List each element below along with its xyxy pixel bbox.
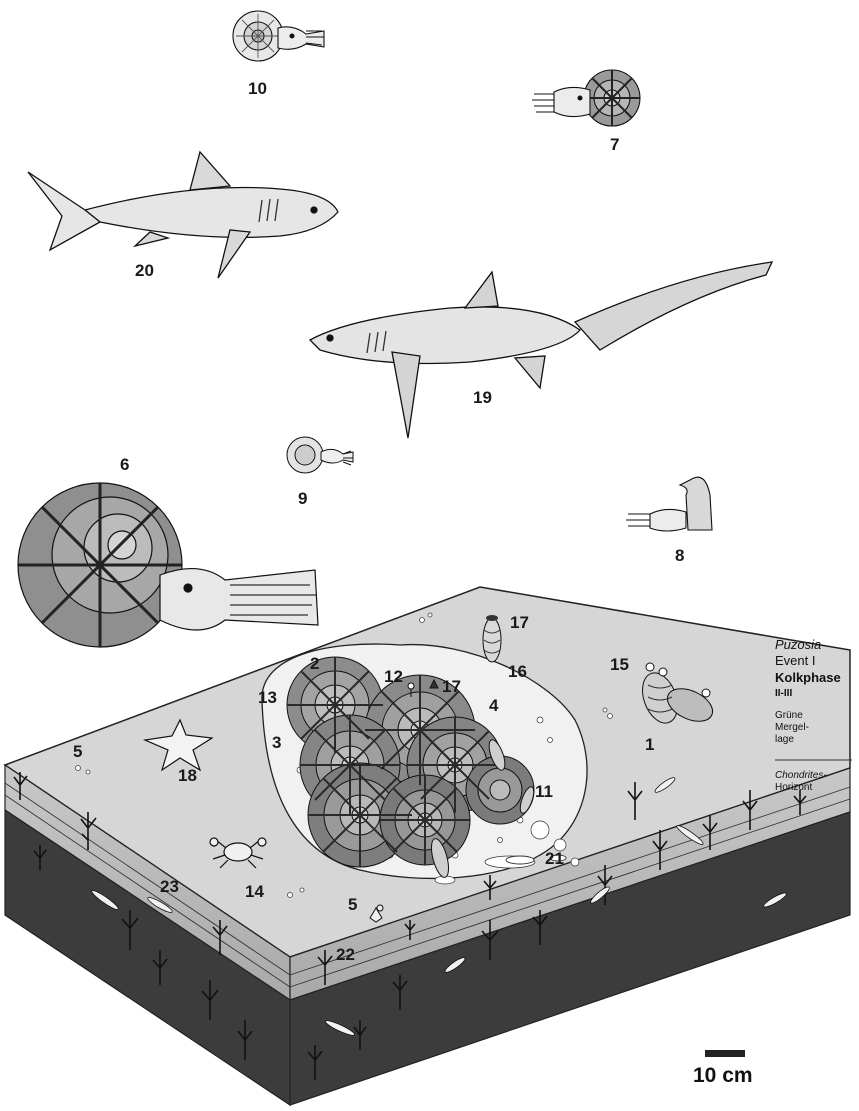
label-19: 19 xyxy=(473,389,492,406)
legend-layer-green-3: lage xyxy=(775,734,794,746)
legend-layer-green-2: Mergel- xyxy=(775,722,809,734)
label-9: 9 xyxy=(298,490,307,507)
label-2: 2 xyxy=(310,655,319,672)
legend-horizon-italic: Chondrites- xyxy=(775,770,827,782)
legend-layer-green-1: Grüne xyxy=(775,710,803,722)
label-5b: 5 xyxy=(348,896,357,913)
thresher-shark-19 xyxy=(310,262,772,438)
scale-label: 10 cm xyxy=(693,1064,753,1088)
label-11: 11 xyxy=(535,783,553,800)
ammonite-8 xyxy=(626,477,712,531)
label-17a: 17 xyxy=(510,614,529,631)
label-6: 6 xyxy=(120,456,129,473)
label-1: 1 xyxy=(645,736,654,753)
label-5a: 5 xyxy=(73,743,82,760)
legend-phase-title: Kolkphase xyxy=(775,670,841,685)
label-10: 10 xyxy=(248,80,267,97)
label-17b: 17 xyxy=(442,678,461,695)
label-7: 7 xyxy=(610,136,619,153)
legend-horizon-label: Horizont xyxy=(775,782,812,794)
label-21: 21 xyxy=(545,850,564,867)
scale-bar xyxy=(705,1050,745,1057)
label-3: 3 xyxy=(272,734,281,751)
label-14: 14 xyxy=(245,883,264,900)
legend-event-italic: Puzosia- xyxy=(775,637,826,652)
label-18: 18 xyxy=(178,767,197,784)
legend-event-label: Event I xyxy=(775,653,815,668)
nautilus-10 xyxy=(233,11,324,61)
shark-20 xyxy=(28,152,338,278)
label-23: 23 xyxy=(160,878,179,895)
label-22: 22 xyxy=(336,946,355,963)
ammonite-6-large xyxy=(18,483,318,647)
legend-phase-range: II-III xyxy=(775,688,792,700)
label-8: 8 xyxy=(675,547,684,564)
label-15: 15 xyxy=(610,656,629,673)
ammonite-7 xyxy=(532,70,640,126)
label-13: 13 xyxy=(258,689,277,706)
label-20: 20 xyxy=(135,262,154,279)
ammonite-9 xyxy=(287,437,353,473)
label-4: 4 xyxy=(489,697,498,714)
label-12: 12 xyxy=(384,668,403,685)
label-16: 16 xyxy=(508,663,527,680)
